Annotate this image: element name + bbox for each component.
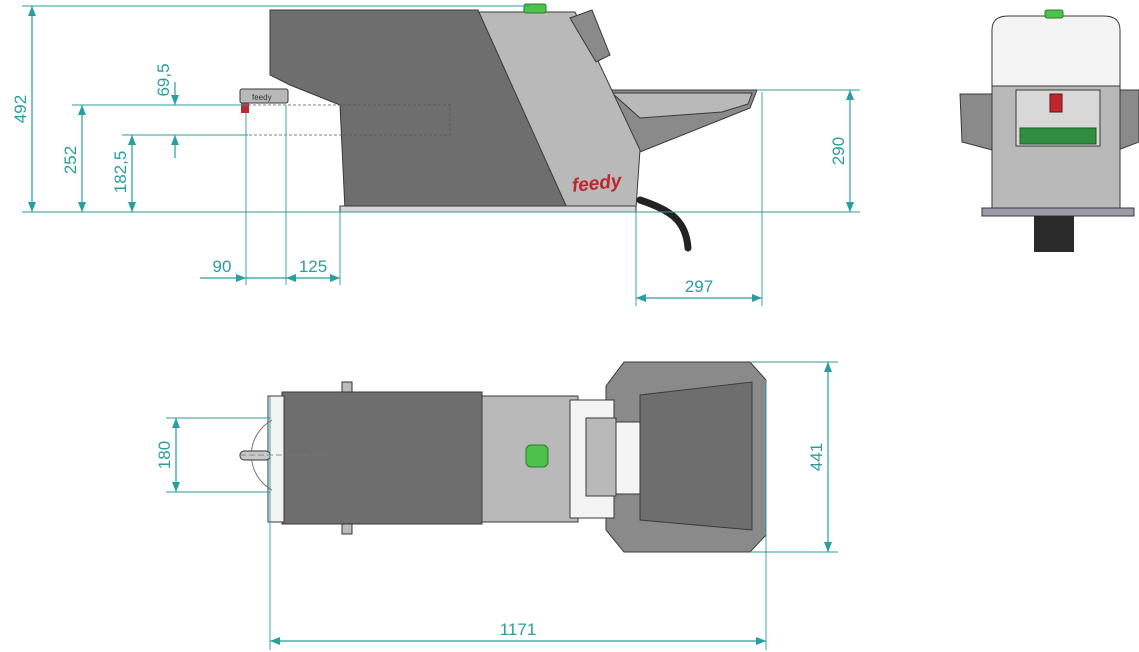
dim-outlet-width: 180 [155, 441, 174, 469]
front-view [959, 9, 1139, 252]
arrow-icon [752, 294, 762, 302]
arrow-icon [330, 274, 340, 282]
front-outlet-icon [1049, 93, 1063, 113]
top-view: 180 441 1171 [155, 361, 838, 650]
dim-outlet-x2: 125 [299, 257, 327, 276]
side-control-panel [569, 9, 611, 63]
side-hopper-inner [610, 92, 753, 119]
side-hidden-auger [248, 104, 451, 136]
side-view: feedy feedy 492 252 182,5 69,5 [11, 3, 860, 306]
dim-overall-length: 1171 [500, 620, 537, 639]
dim-hopper-height: 290 [829, 137, 848, 165]
arrow-icon [128, 135, 136, 145]
dim-outlet-lower: 182,5 [111, 151, 130, 194]
side-hose [636, 196, 692, 252]
top-foot-icon [341, 381, 353, 393]
front-hopper-right [1117, 89, 1139, 151]
top-start-button-icon [525, 444, 549, 468]
top-display-screen [615, 421, 641, 495]
arrow-icon [270, 637, 280, 645]
dim-hopper-length: 297 [685, 277, 713, 296]
arrow-icon [171, 135, 179, 145]
top-foot-icon [341, 523, 353, 535]
side-base-rail [339, 205, 637, 213]
front-green-tray [1019, 127, 1097, 145]
arrow-icon [846, 202, 854, 212]
dim-outlet-x1: 90 [213, 257, 232, 276]
arrow-icon [236, 274, 246, 282]
arrow-icon [172, 482, 180, 492]
arrow-icon [172, 418, 180, 428]
arrow-icon [28, 202, 36, 212]
arrow-icon [824, 542, 832, 552]
front-base-plate [981, 207, 1135, 217]
arrow-icon [636, 294, 646, 302]
dim-overall-width: 441 [807, 443, 826, 471]
arrow-icon [171, 95, 179, 105]
front-hose-stub [1034, 216, 1074, 252]
arrow-icon [824, 362, 832, 372]
front-housing-top [991, 15, 1121, 89]
side-outlet-tip [241, 103, 249, 113]
arrow-icon [128, 202, 136, 212]
dim-outlet-offset: 69,5 [154, 63, 173, 96]
arrow-icon [846, 90, 854, 100]
dim-overall-height: 492 [11, 95, 30, 123]
top-outlet-nozzle [239, 450, 271, 461]
arrow-icon [78, 202, 86, 212]
front-hopper-left [959, 93, 993, 151]
front-start-button-icon [1044, 9, 1064, 19]
arrow-icon [28, 6, 36, 16]
side-housing-main [269, 9, 569, 211]
top-housing-main [281, 391, 483, 525]
arrow-icon [756, 637, 766, 645]
arrow-icon [78, 105, 86, 115]
side-start-button-icon [523, 3, 547, 14]
top-display-panel [585, 417, 617, 497]
arrow-icon [286, 274, 296, 282]
side-outlet-nozzle [239, 88, 289, 104]
dim-outlet-height: 252 [61, 146, 80, 174]
top-hopper-funnel [639, 381, 753, 531]
side-nozzle-label: feedy [252, 93, 272, 102]
